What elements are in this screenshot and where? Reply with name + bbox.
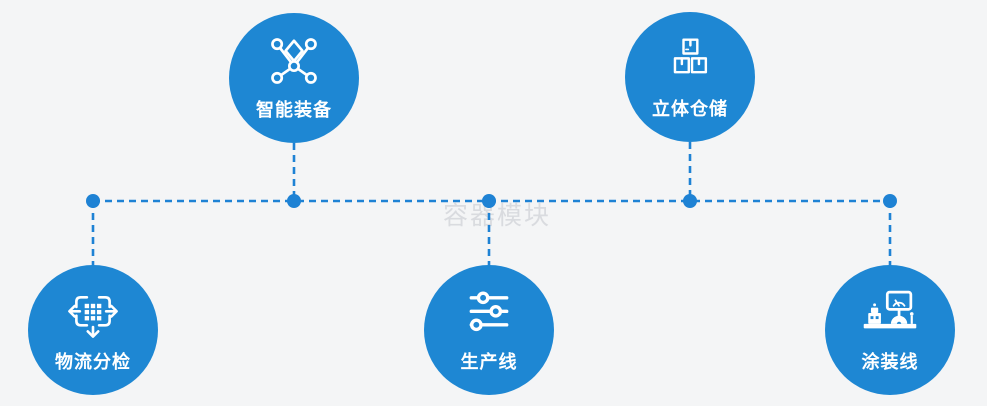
node-label: 生产线	[460, 352, 518, 372]
junction-dot	[86, 194, 100, 208]
junction-dot	[883, 194, 897, 208]
node-label: 智能装备	[256, 100, 332, 120]
node-production-line: 生产线	[424, 265, 554, 395]
junction-dot	[482, 194, 496, 208]
network-nodes-icon	[267, 32, 321, 90]
node-label: 涂装线	[861, 352, 919, 372]
paint-station-icon	[861, 284, 919, 342]
node-stereoscopic-warehouse: 立体仓储	[625, 12, 755, 142]
node-label: 立体仓储	[652, 99, 728, 119]
junction-dot	[287, 194, 301, 208]
node-logistics-sorting: 物流分检	[28, 265, 158, 395]
watermark-text: 容器模块	[442, 202, 552, 230]
junction-dot	[683, 194, 697, 208]
node-label: 物流分检	[55, 352, 131, 372]
node-painting-line: 涂装线	[825, 265, 955, 395]
distribute-arrows-icon	[65, 284, 121, 342]
node-smart-equipment: 智能装备	[229, 13, 359, 143]
stacked-boxes-icon	[664, 31, 716, 89]
sliders-icon	[462, 284, 516, 342]
